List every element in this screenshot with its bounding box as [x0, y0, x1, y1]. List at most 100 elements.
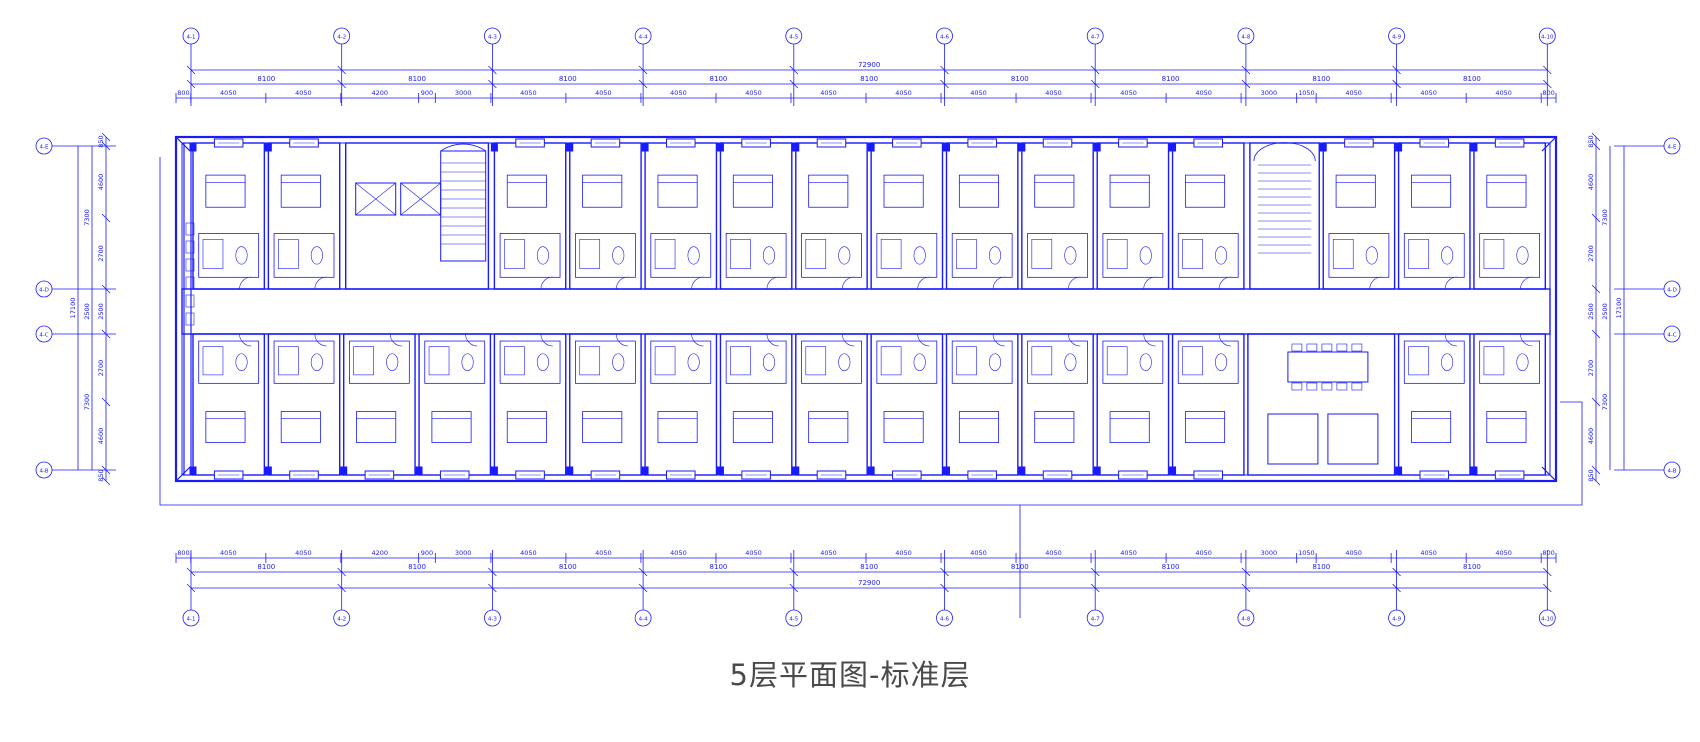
corner-chamfer	[1541, 136, 1557, 152]
side-seg-label: 850	[1587, 469, 1595, 481]
shower	[1106, 239, 1128, 269]
segment-dim-label: 3000	[455, 549, 472, 557]
dim-tick	[101, 465, 111, 475]
bathroom	[1479, 340, 1540, 384]
dim-tick	[1591, 213, 1601, 223]
guest-room	[792, 333, 868, 480]
toilet	[838, 246, 851, 265]
segment-dim-label: 4050	[295, 89, 312, 97]
guest-room	[566, 138, 642, 290]
meeting-room	[1247, 333, 1396, 476]
bed	[808, 174, 849, 208]
toilet	[687, 246, 700, 265]
bay-dim-label: 8100	[1011, 563, 1029, 571]
shaft	[185, 258, 195, 272]
axis-bubble-bottom	[634, 609, 652, 627]
column	[792, 466, 800, 476]
column	[490, 466, 498, 476]
room-layout	[183, 138, 1546, 480]
bathroom	[1403, 340, 1465, 384]
shower	[654, 239, 676, 269]
dim-tick	[789, 65, 799, 75]
bathroom	[650, 233, 712, 278]
column	[1470, 466, 1478, 476]
dim-tick	[337, 583, 346, 593]
bed	[506, 411, 547, 443]
room-wall	[719, 333, 793, 476]
toilet	[1064, 246, 1077, 265]
axis-bubble-left-label: 4-C	[39, 333, 48, 339]
segment-dim-label: 900	[421, 89, 433, 97]
toilet	[612, 353, 625, 371]
guest-room	[1319, 138, 1396, 290]
guest-room	[1395, 333, 1471, 480]
axis-bubble-top	[333, 27, 351, 45]
segment-dim-label: 1050	[1298, 89, 1315, 97]
axis-bubble-top	[182, 27, 200, 45]
shower	[1408, 239, 1429, 269]
axis-bubble-bottom-label: 4-7	[1091, 617, 1100, 623]
dim-tick	[638, 567, 648, 577]
segment-dim-label: 3000	[455, 89, 472, 97]
meeting-wall	[1247, 333, 1396, 476]
toilet	[1516, 353, 1529, 371]
toilet	[687, 353, 700, 371]
axis-bubble-bottom	[1237, 609, 1255, 627]
bed	[883, 411, 924, 443]
side-overall-label: 17100	[69, 298, 77, 319]
axis-bubble-right-label: 4-D	[1667, 288, 1677, 294]
bathroom	[273, 340, 335, 384]
guest-room	[566, 333, 642, 480]
side-group-label: 7300	[83, 394, 91, 411]
segment-dim-label: 4050	[1345, 549, 1362, 557]
bathroom	[725, 340, 787, 384]
guest-room	[340, 333, 416, 480]
dim-tick	[186, 79, 196, 89]
toilet	[989, 353, 1002, 371]
door-swing	[1444, 333, 1458, 347]
dim-tick	[1591, 284, 1601, 294]
guest-room	[264, 333, 341, 480]
segment-dim-label: 4050	[520, 89, 537, 97]
bed	[732, 411, 773, 443]
door-swing	[1068, 276, 1081, 290]
chair	[1321, 382, 1333, 391]
dim-tick	[638, 65, 648, 75]
shower	[1483, 346, 1505, 376]
door-swing	[1520, 276, 1533, 290]
stair-curve	[440, 143, 486, 152]
column	[264, 142, 272, 152]
bay-dim-label: 8100	[860, 75, 878, 83]
toilet	[310, 246, 323, 265]
bed	[1184, 411, 1226, 443]
side-seg-label: 2700	[97, 245, 105, 262]
bathroom	[349, 340, 410, 384]
door-swing	[540, 333, 553, 347]
shower	[1332, 239, 1354, 269]
exterior-wall	[174, 135, 1558, 483]
side-seg-label: 2700	[97, 360, 105, 377]
door-swing	[766, 333, 779, 347]
column	[792, 142, 800, 152]
guest-room	[490, 138, 567, 290]
dim-tick	[940, 583, 949, 593]
column	[867, 142, 875, 152]
axis-bubble-top	[634, 27, 652, 45]
column	[716, 466, 724, 476]
bathroom	[650, 340, 712, 384]
axis-bubble-top-label: 4-5	[789, 35, 798, 41]
room-wall	[1397, 142, 1471, 290]
room-wall	[1021, 333, 1094, 476]
dim-tick	[1591, 141, 1601, 151]
guest-room	[1470, 333, 1546, 480]
toilet	[762, 353, 775, 371]
axis-bubble-top-label: 4-3	[488, 35, 497, 41]
dim-tick	[186, 65, 196, 75]
bed	[1034, 174, 1075, 208]
chair	[1291, 343, 1303, 352]
dim-tick	[337, 79, 346, 89]
door-swing	[615, 333, 629, 347]
shower	[278, 239, 299, 269]
side-seg-label: 850	[97, 469, 105, 481]
shower	[1106, 346, 1128, 376]
